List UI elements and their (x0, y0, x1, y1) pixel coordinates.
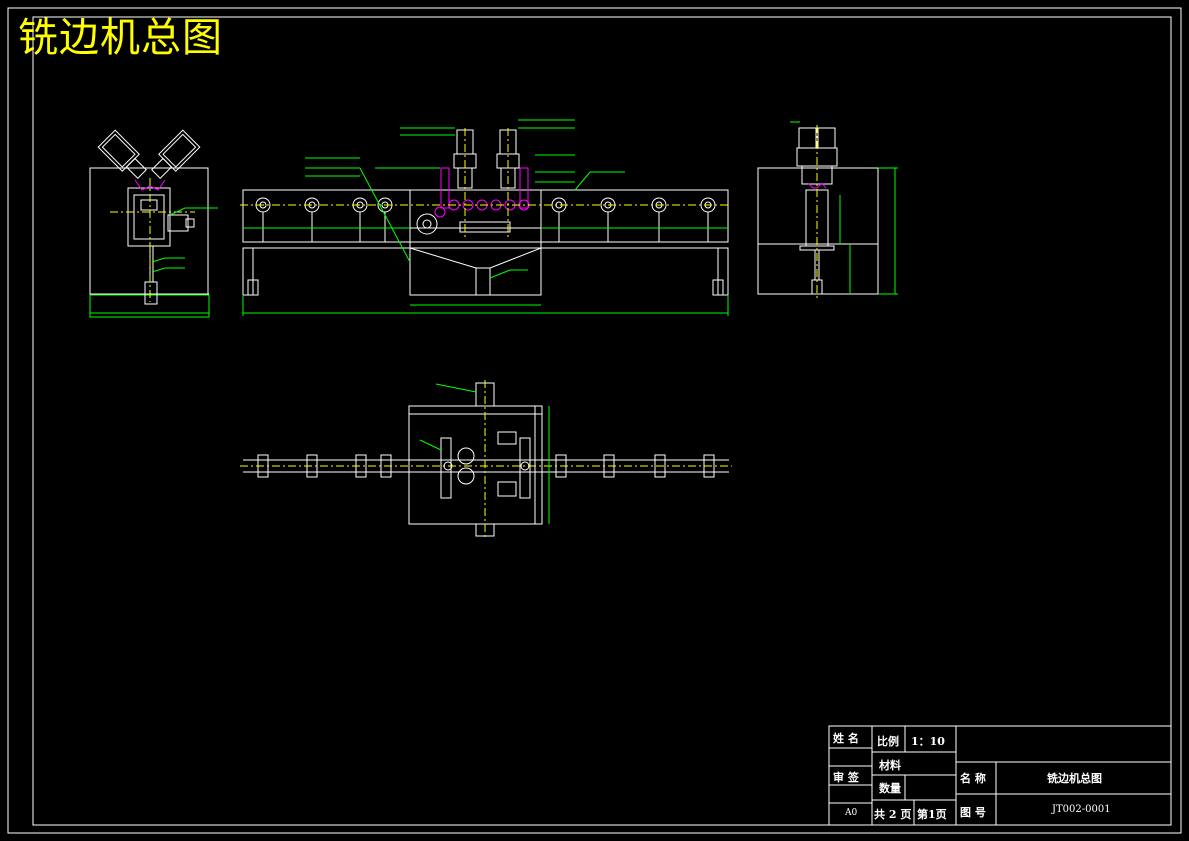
scale-label: 比例 (877, 735, 899, 748)
left-view-magenta (134, 179, 166, 191)
size-code: A0 (845, 808, 858, 818)
plan-dimensions (419, 383, 550, 524)
left-side-view (89, 129, 210, 318)
review-label: 审 签 (833, 771, 859, 784)
left-view-annotations (90, 207, 218, 314)
outer-frame (7, 7, 1182, 834)
scale-value: 1：10 (911, 735, 945, 748)
front-centerlines (240, 128, 731, 240)
drawing-number-label: 图 号 (960, 806, 986, 819)
plan-view (243, 382, 729, 537)
material-label: 材料 (879, 759, 901, 772)
title-block-grid (828, 725, 1172, 826)
name-label: 姓 名 (833, 732, 859, 745)
part-name: 铣边机总图 (1047, 772, 1102, 785)
part-name-label: 名 称 (960, 772, 986, 785)
right-view-magenta (807, 182, 827, 189)
drawing-number: JT002-0001 (1052, 804, 1111, 815)
left-view-centerlines (110, 178, 195, 302)
front-view (242, 129, 729, 296)
right-view-dimensions (790, 121, 898, 295)
right-side-view (757, 127, 879, 295)
front-dimensions (242, 119, 729, 316)
inner-frame (32, 16, 1172, 826)
total-pages: 共 2 页 (874, 808, 912, 821)
plan-centerlines (240, 380, 732, 540)
quantity-label: 数量 (879, 782, 901, 795)
page-number: 第1页 (917, 808, 947, 821)
drawing-title: 铣边机总图 (18, 15, 223, 61)
